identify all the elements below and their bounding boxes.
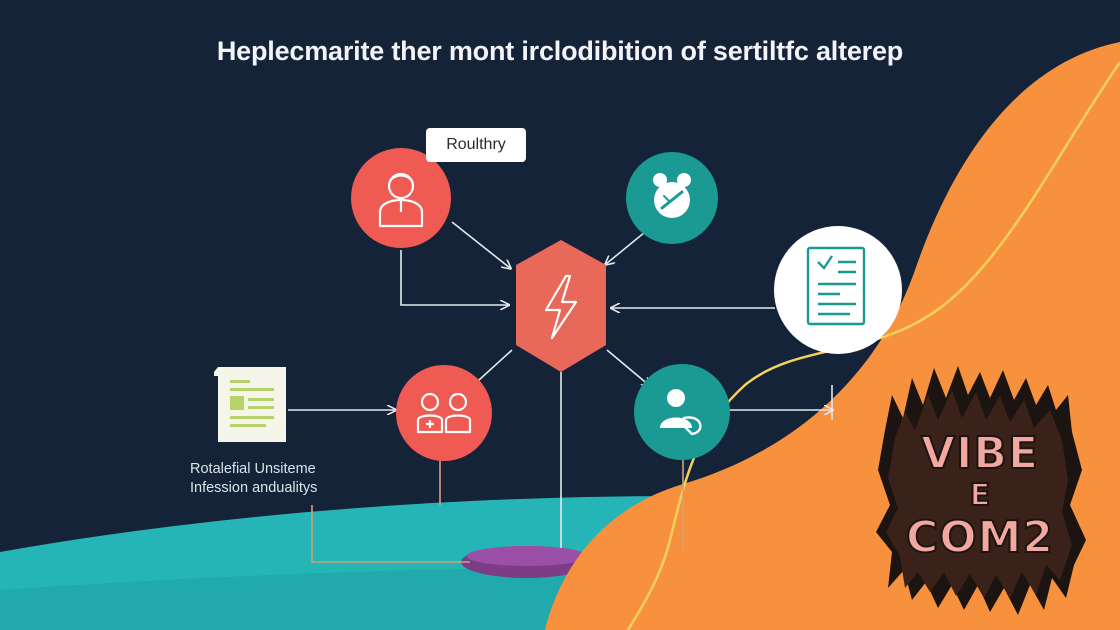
patient-care-icon [660, 389, 702, 436]
node-care-team [396, 365, 492, 461]
side-caption-line1: Rotalefial Unsiteme [190, 461, 316, 477]
node-support [351, 148, 451, 248]
side-caption-line2: Infession andualitys [190, 480, 318, 496]
elbow-left-to-hub [400, 250, 508, 305]
center-tag: Roulthry [426, 128, 526, 162]
arrow-hub-to-bottomright [606, 349, 650, 386]
side-caption: Rotalefial Unsiteme Infession andualitys [190, 460, 317, 498]
line-base-left [311, 505, 470, 563]
badge-line2: E [970, 478, 991, 513]
page-title: Heplecmarite ther mont irclodibition of … [216, 36, 904, 66]
care-team-icon [416, 392, 472, 434]
node-records [774, 226, 902, 354]
hub-node [516, 240, 606, 372]
flame-inner-icon [886, 390, 1072, 598]
medical-tools-icon [653, 173, 691, 218]
node-patient [634, 364, 730, 460]
teal-ground-shade [0, 567, 700, 630]
document-checklist-icon [806, 246, 866, 326]
accent-curve [626, 61, 1120, 630]
node-tools [626, 152, 718, 244]
purple-platform-top [467, 546, 587, 566]
arrow-topleft-to-hub [451, 221, 510, 268]
support-agent-icon [378, 172, 424, 228]
badge-line1: VIBE [921, 428, 1039, 479]
arrow-topcenter-to-hub [606, 227, 651, 264]
document-icon [214, 367, 286, 442]
badge-line3: COM2 [906, 512, 1054, 563]
lightning-icon [544, 274, 578, 340]
